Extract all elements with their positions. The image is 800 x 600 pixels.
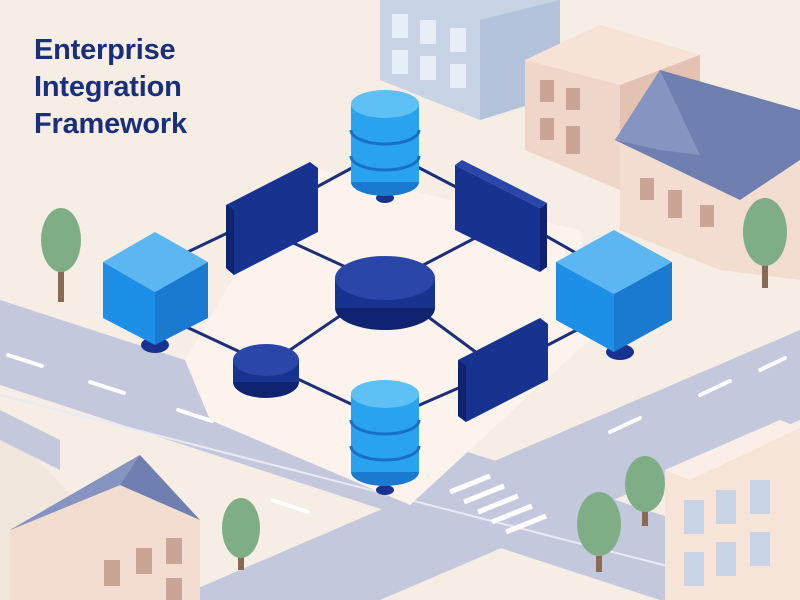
database-icon xyxy=(349,90,421,203)
tree-icon xyxy=(577,492,621,572)
title-line: Enterprise xyxy=(34,34,176,66)
gateway-panel-icon xyxy=(455,160,547,272)
tree-icon xyxy=(222,498,260,570)
title-line: Framework xyxy=(34,108,187,140)
lane-markings xyxy=(6,353,787,514)
road-diagonal-right xyxy=(170,330,800,600)
cube-icon xyxy=(556,230,672,360)
gateway-panel-icon xyxy=(226,162,318,275)
page-title: Enterprise Integration Framework xyxy=(34,32,187,143)
gateway-panel-icon xyxy=(458,318,548,422)
cube-icon xyxy=(103,232,208,353)
title-line: Integration xyxy=(34,71,182,103)
tree-icon xyxy=(743,198,787,288)
hub-cylinder-icon xyxy=(233,344,299,398)
tree-icon xyxy=(41,208,81,302)
database-icon xyxy=(349,380,421,495)
building-bottom-right xyxy=(665,420,800,600)
hub-cylinder-icon xyxy=(335,256,435,330)
crosswalk xyxy=(449,473,547,535)
house-bottom-left xyxy=(0,410,200,600)
tree-icon xyxy=(625,456,665,526)
